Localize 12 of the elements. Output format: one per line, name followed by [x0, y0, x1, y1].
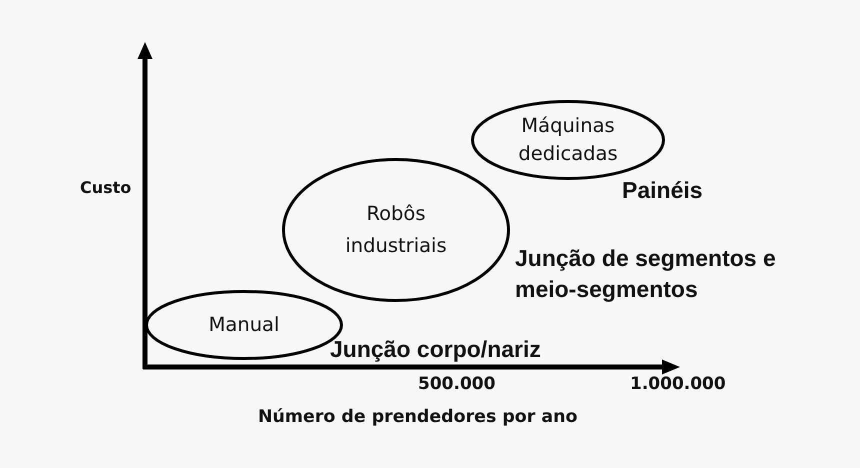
tick-label: 1.000.000: [630, 373, 726, 396]
node-label: Máquinas dedicadas: [517, 113, 619, 167]
axis-title: Custo: [80, 177, 132, 199]
annotation-label: Painéis: [622, 176, 703, 204]
ellipse-node: [282, 158, 510, 302]
annotation-label: Junção corpo/nariz: [330, 335, 541, 363]
annotation-label: Junção de segmentos e meio-segmentos: [515, 244, 777, 304]
node-label: Robôs industriais: [344, 201, 448, 259]
axis-title: Número de prendedores por ano: [258, 406, 578, 429]
ellipse-node: [471, 100, 665, 180]
node-label: Manual: [208, 312, 280, 338]
tick-label: 500.000: [418, 373, 496, 396]
